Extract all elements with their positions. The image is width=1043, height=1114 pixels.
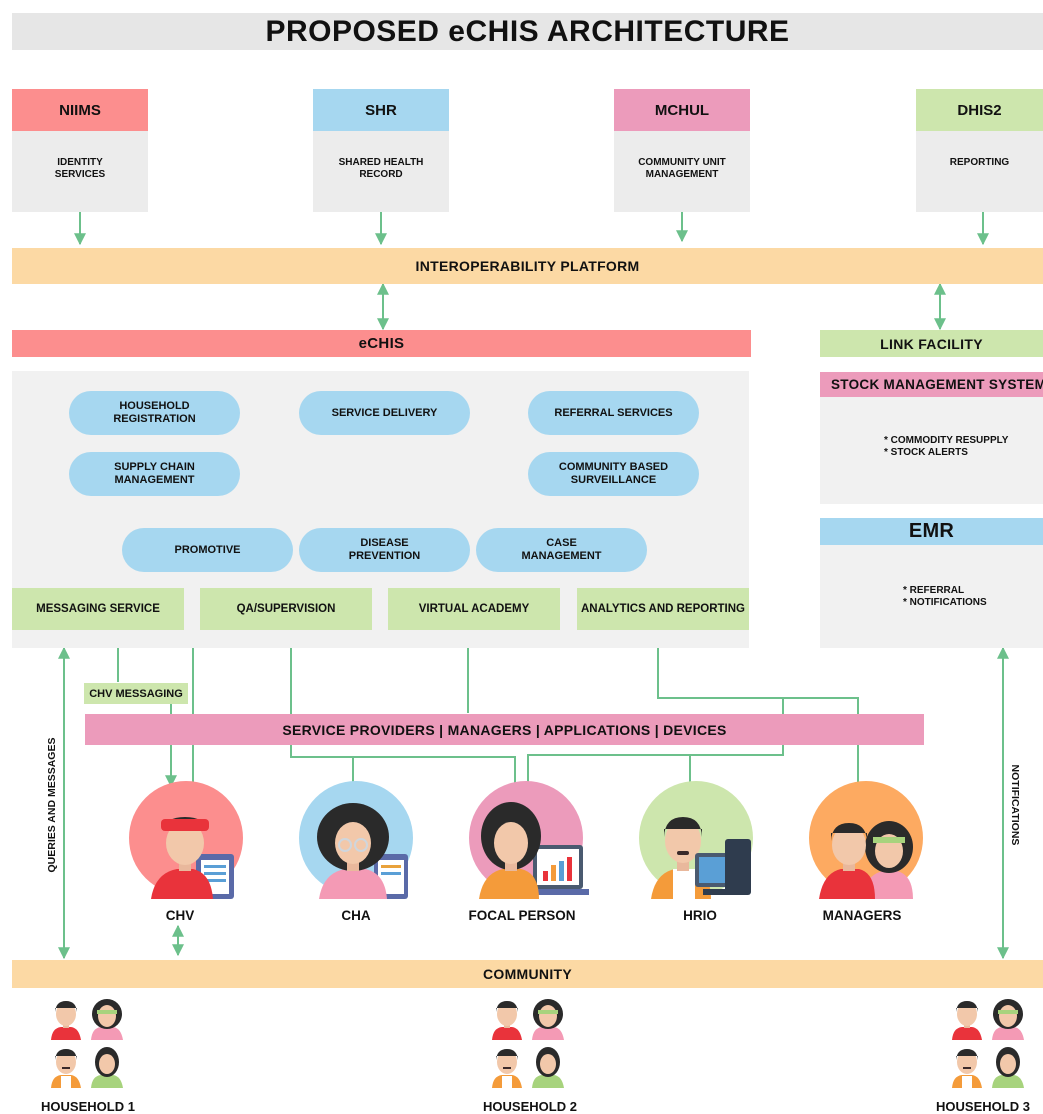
pill-referral-services: REFERRAL SERVICES	[528, 391, 699, 435]
household-1-icon	[51, 999, 123, 1088]
queries-messages-label: QUERIES AND MESSAGES	[46, 737, 58, 873]
interoperability-platform: INTEROPERABILITY PLATFORM	[12, 248, 1043, 284]
emr-items: * REFERRAL * NOTIFICATIONS	[903, 585, 987, 608]
system-mchul-header: MCHUL	[614, 89, 750, 131]
person-label-focal-person: FOCAL PERSON	[468, 908, 576, 923]
household-1-label: HOUSEHOLD 1	[41, 1099, 135, 1114]
chv-messaging: CHV MESSAGING	[84, 683, 188, 704]
pill-case-management: CASE MANAGEMENT	[476, 528, 647, 572]
stock-management-panel: * COMMODITY RESUPPLY * STOCK ALERTS	[820, 397, 1043, 504]
focal-person-avatar	[469, 781, 589, 899]
person-label-managers: MANAGERS	[822, 908, 902, 923]
pill-household-registration: HOUSEHOLD REGISTRATION	[69, 391, 240, 435]
echis-header: eCHIS	[12, 330, 751, 357]
household-3-label: HOUSEHOLD 3	[936, 1099, 1030, 1114]
person-label-hrio: HRIO	[683, 908, 717, 923]
pill-service-delivery: SERVICE DELIVERY	[299, 391, 470, 435]
module-analytics-reporting: ANALYTICS AND REPORTING	[577, 588, 749, 630]
hrio-avatar	[639, 781, 753, 899]
pill-supply-chain: SUPPLY CHAIN MANAGEMENT	[69, 452, 240, 496]
household-2-icon	[492, 999, 564, 1088]
stock-management-header: STOCK MANAGEMENT SYSTEM	[820, 372, 1043, 397]
emr-header: EMR	[820, 518, 1043, 545]
system-dhis2-header: DHIS2	[916, 89, 1043, 131]
managers-avatar	[809, 781, 923, 899]
system-shr-header: SHR	[313, 89, 449, 131]
module-qa-supervision: QA/SUPERVISION	[200, 588, 372, 630]
stock-management-items: * COMMODITY RESUPPLY * STOCK ALERTS	[884, 435, 1009, 458]
system-niims-desc: IDENTITY SERVICES	[12, 131, 148, 212]
module-messaging-service: MESSAGING SERVICE	[12, 588, 184, 630]
person-label-chv: CHV	[165, 908, 195, 923]
system-shr-desc: SHARED HEALTH RECORD	[313, 131, 449, 212]
page-title: PROPOSED eCHIS ARCHITECTURE	[12, 13, 1043, 50]
household-2-label: HOUSEHOLD 2	[483, 1099, 577, 1114]
cha-avatar	[299, 781, 413, 899]
service-providers-band: SERVICE PROVIDERS | MANAGERS | APPLICATI…	[85, 714, 924, 745]
pill-disease-prevention: DISEASE PREVENTION	[299, 528, 470, 572]
emr-panel: * REFERRAL * NOTIFICATIONS	[820, 545, 1043, 648]
chv-avatar	[129, 781, 243, 899]
link-facility: LINK FACILITY	[820, 330, 1043, 357]
system-niims-header: NIIMS	[12, 89, 148, 131]
community-band: COMMUNITY	[12, 960, 1043, 988]
system-dhis2-desc: REPORTING	[916, 131, 1043, 212]
pill-community-surveillance: COMMUNITY BASED SURVEILLANCE	[528, 452, 699, 496]
person-label-cha: CHA	[341, 908, 371, 923]
household-3-icon	[952, 999, 1024, 1088]
notifications-label: NOTIFICATIONS	[1009, 764, 1021, 846]
pill-promotive: PROMOTIVE	[122, 528, 293, 572]
system-mchul-desc: COMMUNITY UNIT MANAGEMENT	[614, 131, 750, 212]
module-virtual-academy: VIRTUAL ACADEMY	[388, 588, 560, 630]
